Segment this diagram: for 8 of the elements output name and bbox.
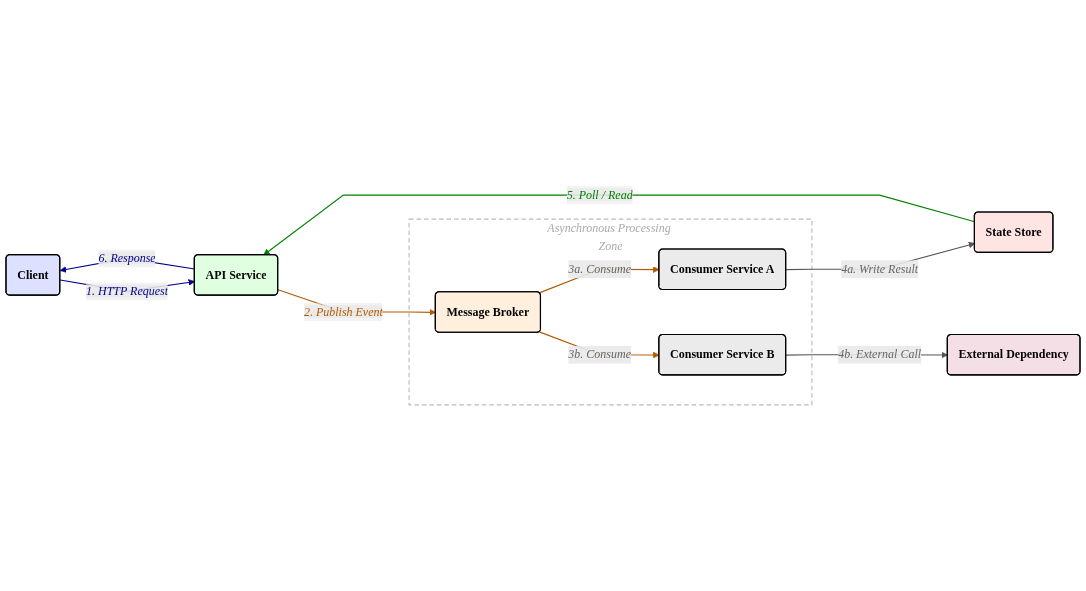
edge-label: 4b. External Call bbox=[838, 347, 922, 361]
edge-label: 3a. Consume bbox=[568, 262, 631, 276]
edge-label: 2. Publish Event bbox=[303, 305, 383, 318]
edge-label: 6. Response bbox=[98, 251, 156, 265]
edge-label: 4a. Write Result bbox=[841, 262, 919, 276]
edge-label: 5. Poll / Read bbox=[566, 188, 633, 202]
edge-label: 3b. Consume bbox=[568, 347, 631, 361]
edge-label: 1. HTTP Request bbox=[86, 284, 169, 298]
